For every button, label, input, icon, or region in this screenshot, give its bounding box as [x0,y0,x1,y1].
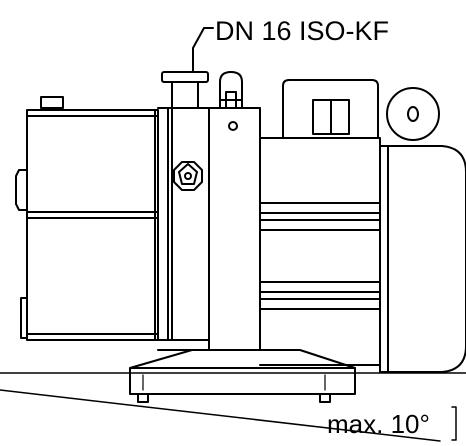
tilt-bracket [451,406,457,441]
flange-leader-line [192,27,214,73]
flange-connector [161,71,209,109]
body-screw [228,121,238,131]
rotary-knob [173,161,203,191]
pump-body [157,107,261,351]
capacitor-disc [386,87,440,141]
pump-base [129,349,356,403]
base-foot-left [137,393,149,403]
motor-housing [15,96,159,341]
terminal-box [282,79,379,139]
motor-section [259,137,381,366]
housing-top-knob [40,96,64,109]
side-tab [20,297,28,339]
fan-cover [379,145,466,373]
gas-ballast-valve [219,71,243,109]
flange-label: DN 16 ISO-KF [215,16,389,46]
tilt-reference-line [0,389,441,442]
tilt-label: max. 10° [327,409,430,439]
base-foot-right [319,393,331,403]
side-plug [15,169,28,211]
